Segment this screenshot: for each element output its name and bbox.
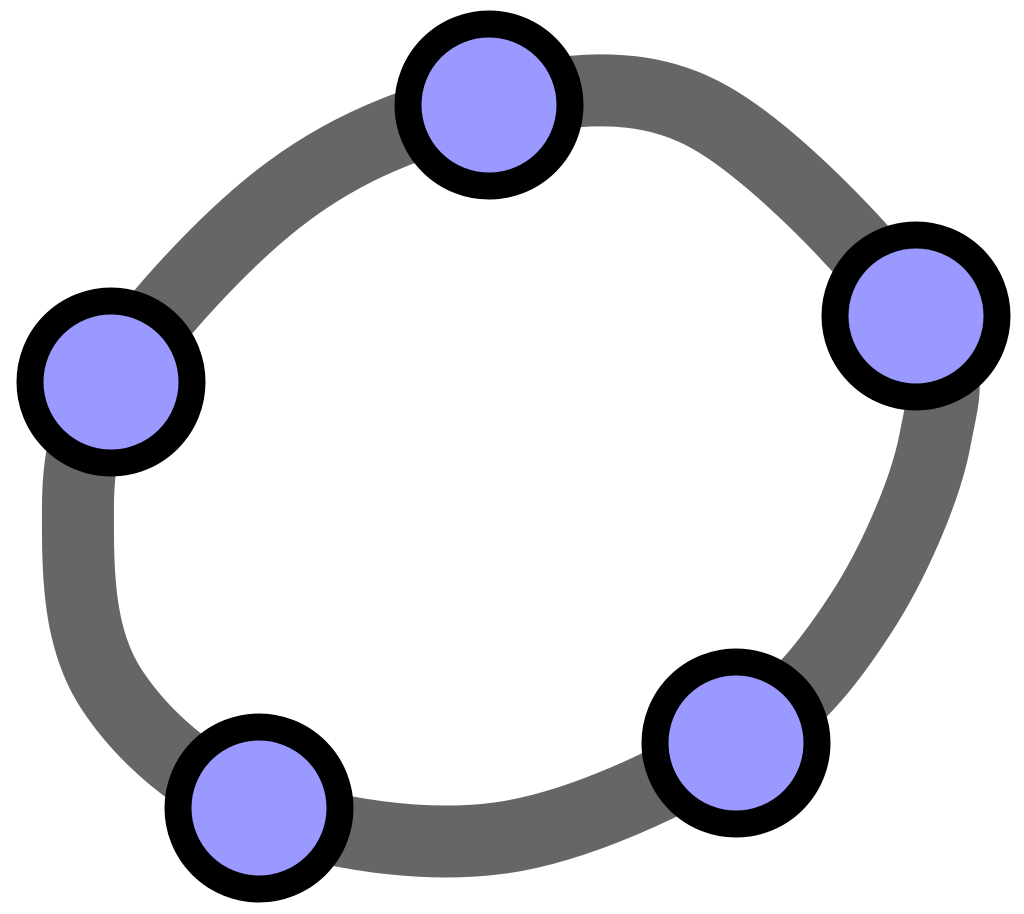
point-2: [821, 221, 1011, 411]
point-3: [16, 287, 206, 477]
point-5: [641, 648, 831, 838]
point-1: [394, 10, 584, 200]
points-group: [16, 10, 1011, 903]
point-4: [164, 713, 354, 903]
